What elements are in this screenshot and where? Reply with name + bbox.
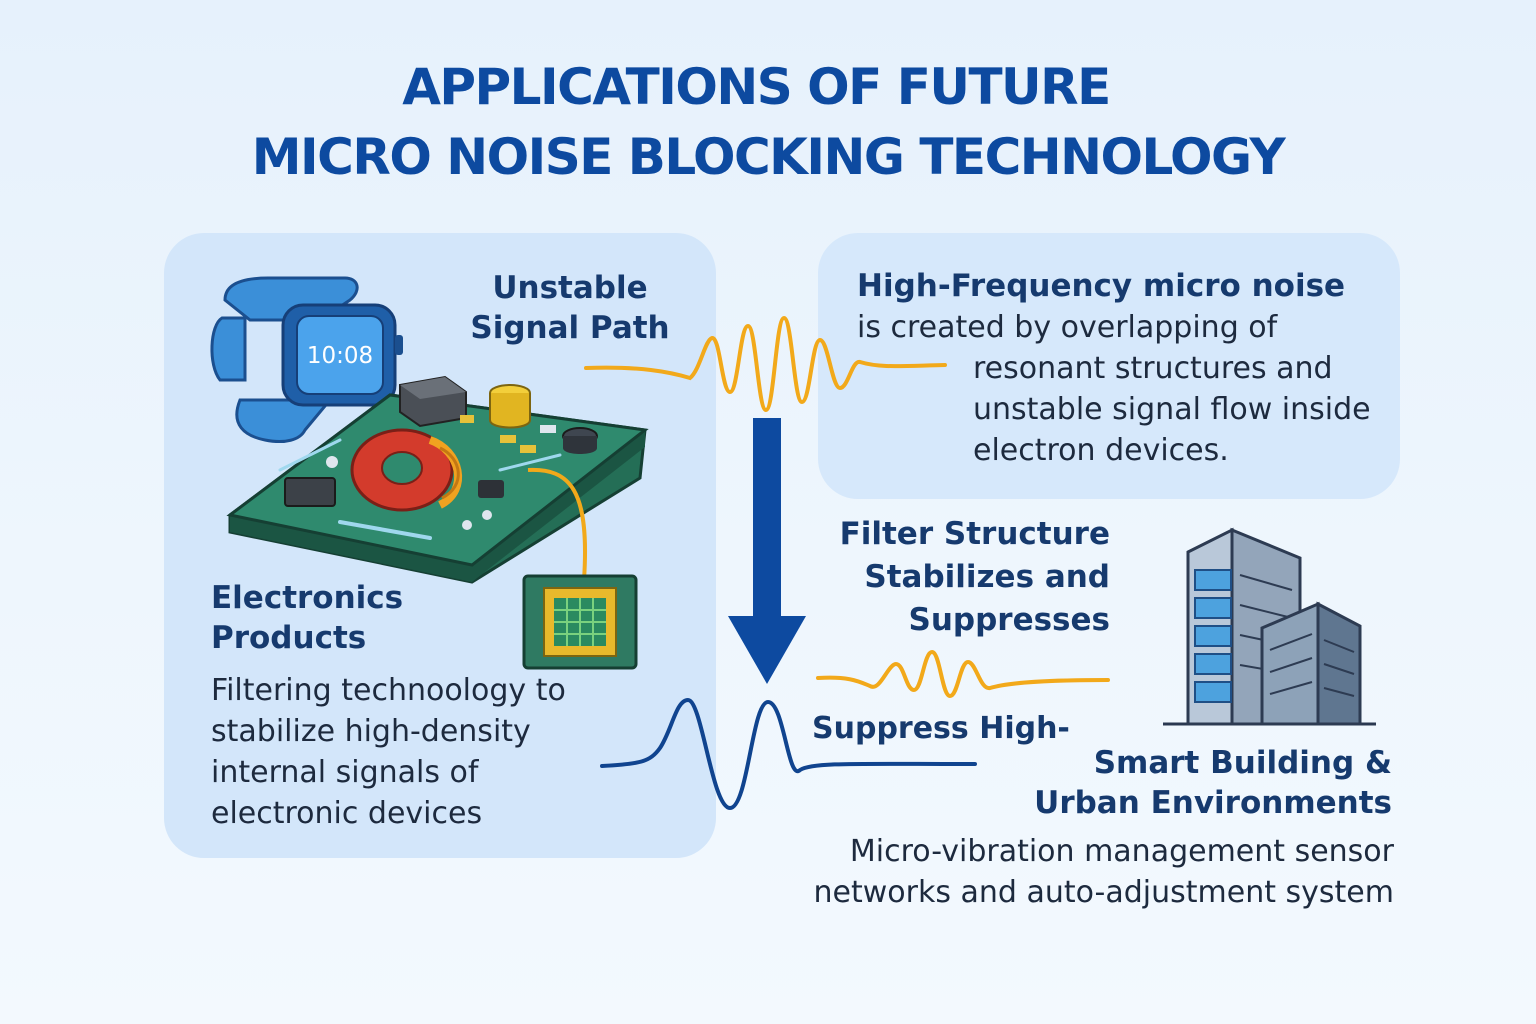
smart-desc-line-1: Micro-vibration management sensor: [849, 834, 1394, 869]
filtered-noise-wave: [816, 649, 1110, 699]
microchip-icon: [522, 574, 638, 670]
unstable-line-1: Unstable: [492, 270, 648, 306]
unstable-signal-path-label: Unstable Signal Path: [440, 268, 700, 348]
smart-building-description: Micro-vibration management sensor networ…: [780, 831, 1395, 913]
suppress-label: Suppress High-: [812, 711, 1070, 746]
watch-time: 10:08: [307, 343, 373, 369]
smart-line-1: Smart Building &: [1093, 745, 1392, 781]
smart-building-label: Smart Building & Urban Environments: [1000, 743, 1392, 823]
high-frequency-description: resonant structures and unstable signal …: [973, 351, 1371, 468]
title-line-1: APPLICATIONS OF FUTURE: [402, 58, 1111, 116]
filter-structure-label: Filter Structure Stabilizes and Suppress…: [780, 513, 1110, 642]
high-frequency-line-1: is created by overlapping of: [857, 310, 1278, 345]
title-line-2: MICRO NOISE BLOCKING TECHNOLOGY: [251, 128, 1286, 186]
high-frequency-heading: High-Frequency micro noise: [857, 268, 1346, 304]
filter-line-3: Suppresses: [908, 602, 1110, 638]
filter-line-2: Stabilizes and: [864, 559, 1110, 595]
electronics-line-2: Products: [211, 620, 367, 656]
electronics-description: Filtering technoology to stabilize high-…: [211, 673, 566, 831]
unstable-line-2: Signal Path: [470, 310, 670, 346]
electronics-line-1: Electronics: [211, 580, 404, 616]
electronics-products-label: Electronics Products: [211, 578, 531, 658]
filter-line-1: Filter Structure: [839, 516, 1110, 552]
office-building-icon: [1163, 527, 1376, 726]
smartwatch-icon: 10:08: [210, 276, 403, 444]
smart-line-2: Urban Environments: [1034, 785, 1392, 821]
down-arrow-icon: [728, 418, 806, 684]
unstable-noise-wave: [584, 315, 947, 413]
circuit-board-icon: [226, 375, 649, 584]
stable-signal-wave: [600, 697, 977, 811]
smart-desc-line-2: networks and auto-adjustment system: [813, 875, 1395, 910]
